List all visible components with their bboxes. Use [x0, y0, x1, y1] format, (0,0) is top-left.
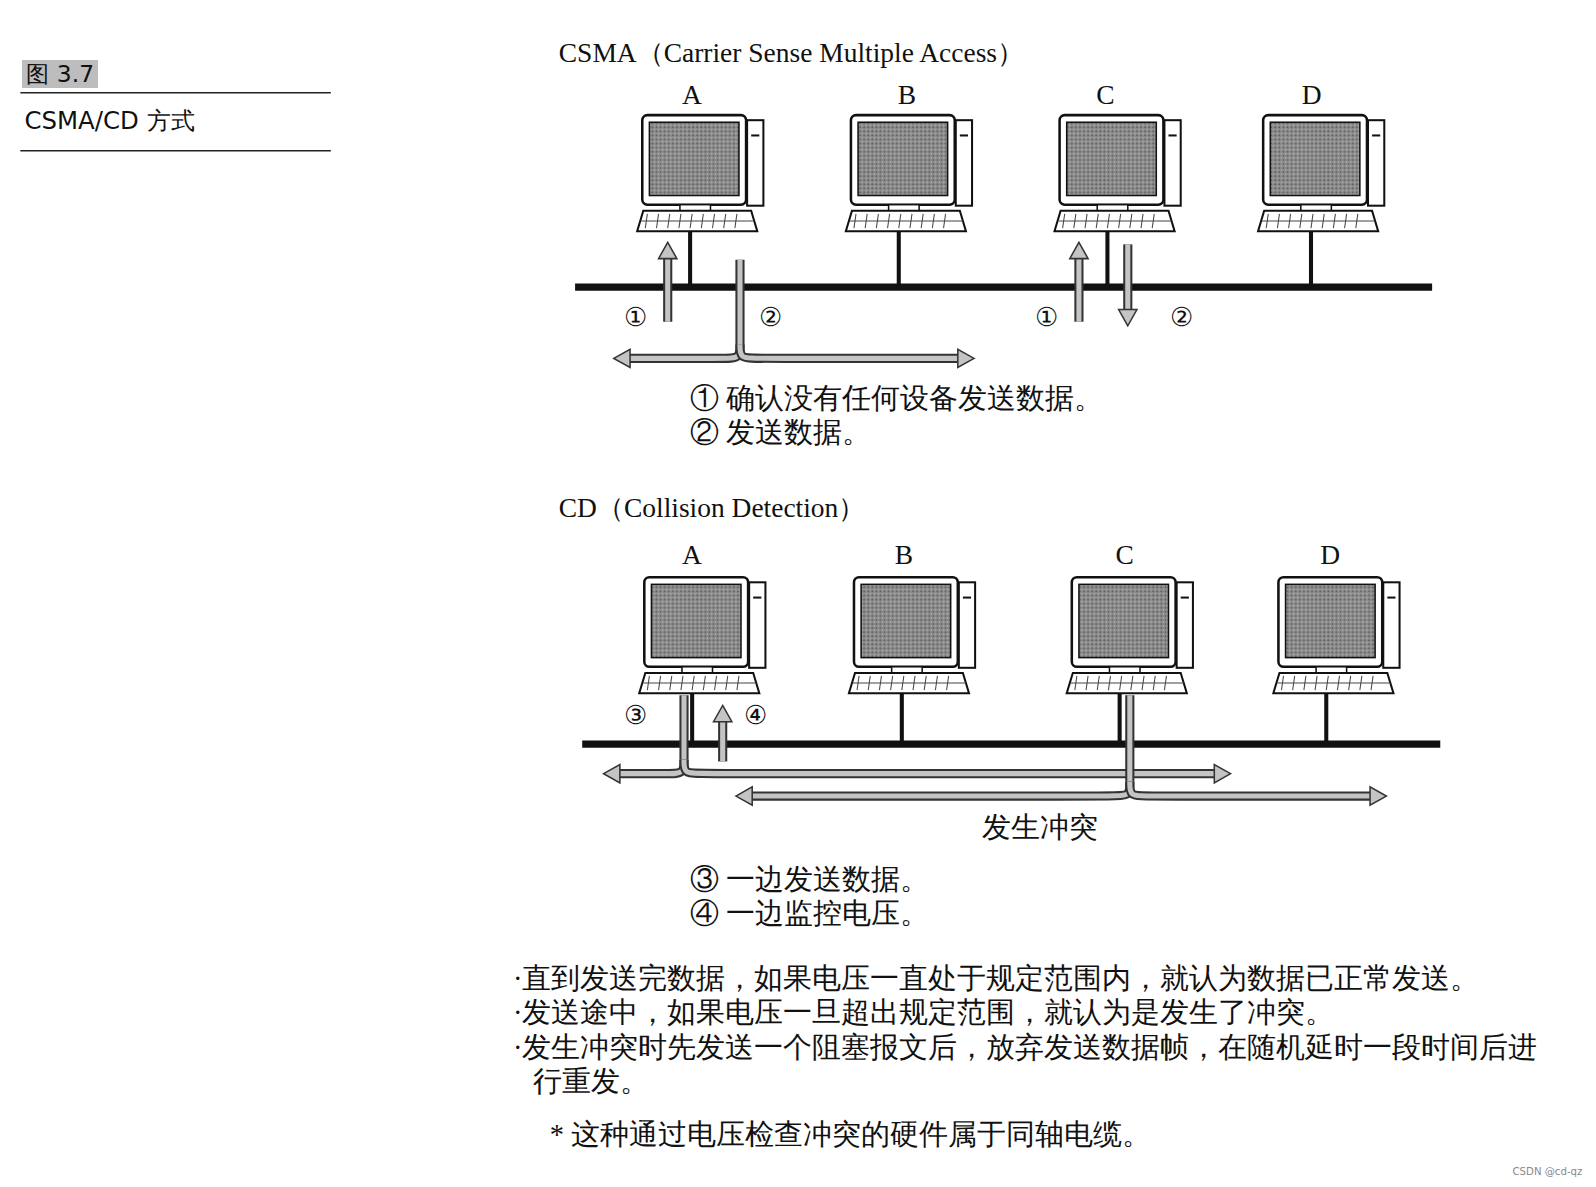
arrow-head	[1370, 787, 1386, 805]
callout-number: ②	[759, 302, 782, 334]
arrow-head	[659, 242, 677, 258]
section-title: CSMA（Carrier Sense Multiple Access）	[559, 37, 1024, 70]
signal-arrow	[628, 344, 740, 358]
signal-arrow	[1078, 257, 1079, 322]
figure-number: 图 3.7	[22, 60, 98, 88]
callout-number: ②	[1170, 302, 1193, 334]
computer-icon	[1273, 577, 1399, 744]
header-rule	[20, 92, 330, 94]
computer-icon	[849, 577, 975, 744]
bus-cable	[582, 741, 1440, 748]
signal-arrow	[667, 257, 668, 322]
arrow-head	[1214, 765, 1230, 783]
bullet-note: ·发送途中，如果电压一旦超出规定范围，就认为是发生了冲突。	[533, 996, 1586, 1030]
station-name: A	[682, 79, 702, 112]
signal-arrow	[683, 695, 684, 759]
station-name: A	[682, 539, 702, 572]
signal-arrow	[684, 759, 1216, 773]
computer-icon	[846, 115, 972, 287]
arrow-head	[1070, 242, 1088, 258]
signal-arrow	[1127, 244, 1128, 311]
figure-title: CSMA/CD 方式	[24, 106, 194, 135]
signal-arrow	[1129, 695, 1130, 782]
computer-icon	[1055, 115, 1181, 287]
step-note: ④ 一边监控电压。	[690, 897, 929, 931]
station-name: C	[1116, 539, 1134, 572]
step-note: ① 确认没有任何设备发送数据。	[690, 382, 1103, 416]
section-title: CD（Collision Detection）	[559, 492, 866, 525]
signal-arrow	[722, 720, 723, 762]
arrow-head	[614, 349, 630, 367]
step-note: ② 发送数据。	[690, 416, 871, 450]
step-note: ③ 一边发送数据。	[690, 863, 929, 897]
arrow-head	[604, 765, 620, 783]
bullet-note: ·发生冲突时先发送一个阻塞报文后，放弃发送数据帧，在随机延时一段时间后进行重发。	[533, 1031, 1556, 1098]
station-name: D	[1320, 539, 1340, 572]
arrow-head	[1119, 310, 1137, 326]
signal-arrow	[750, 782, 1130, 796]
computer-icon	[1258, 115, 1384, 287]
station-name: C	[1096, 79, 1114, 112]
station-name: B	[895, 539, 913, 572]
callout-number: ③	[624, 700, 647, 732]
bullet-note: ·直到发送完数据，如果电压一直处于规定范围内，就认为数据已正常发送。	[533, 962, 1586, 996]
callout-number: ①	[624, 302, 647, 334]
signal-arrow	[618, 759, 684, 773]
footnote: * 这种通过电压检查冲突的硬件属于同轴电缆。	[550, 1118, 1151, 1152]
callout-number: ④	[744, 700, 767, 732]
signal-arrow	[1130, 782, 1372, 796]
arrow-head	[958, 349, 974, 367]
watermark: CSDN @cd-qz	[1513, 1166, 1583, 1178]
bus-cable	[575, 284, 1432, 291]
callout-number: ①	[1035, 302, 1058, 334]
header-rule	[20, 150, 330, 152]
arrow-head	[714, 705, 732, 721]
station-name: B	[898, 79, 916, 112]
signal-arrow	[740, 344, 960, 358]
collision-label: 发生冲突	[982, 811, 1098, 845]
signal-arrow	[739, 260, 740, 344]
station-name: D	[1302, 79, 1322, 112]
arrow-head	[736, 787, 752, 805]
